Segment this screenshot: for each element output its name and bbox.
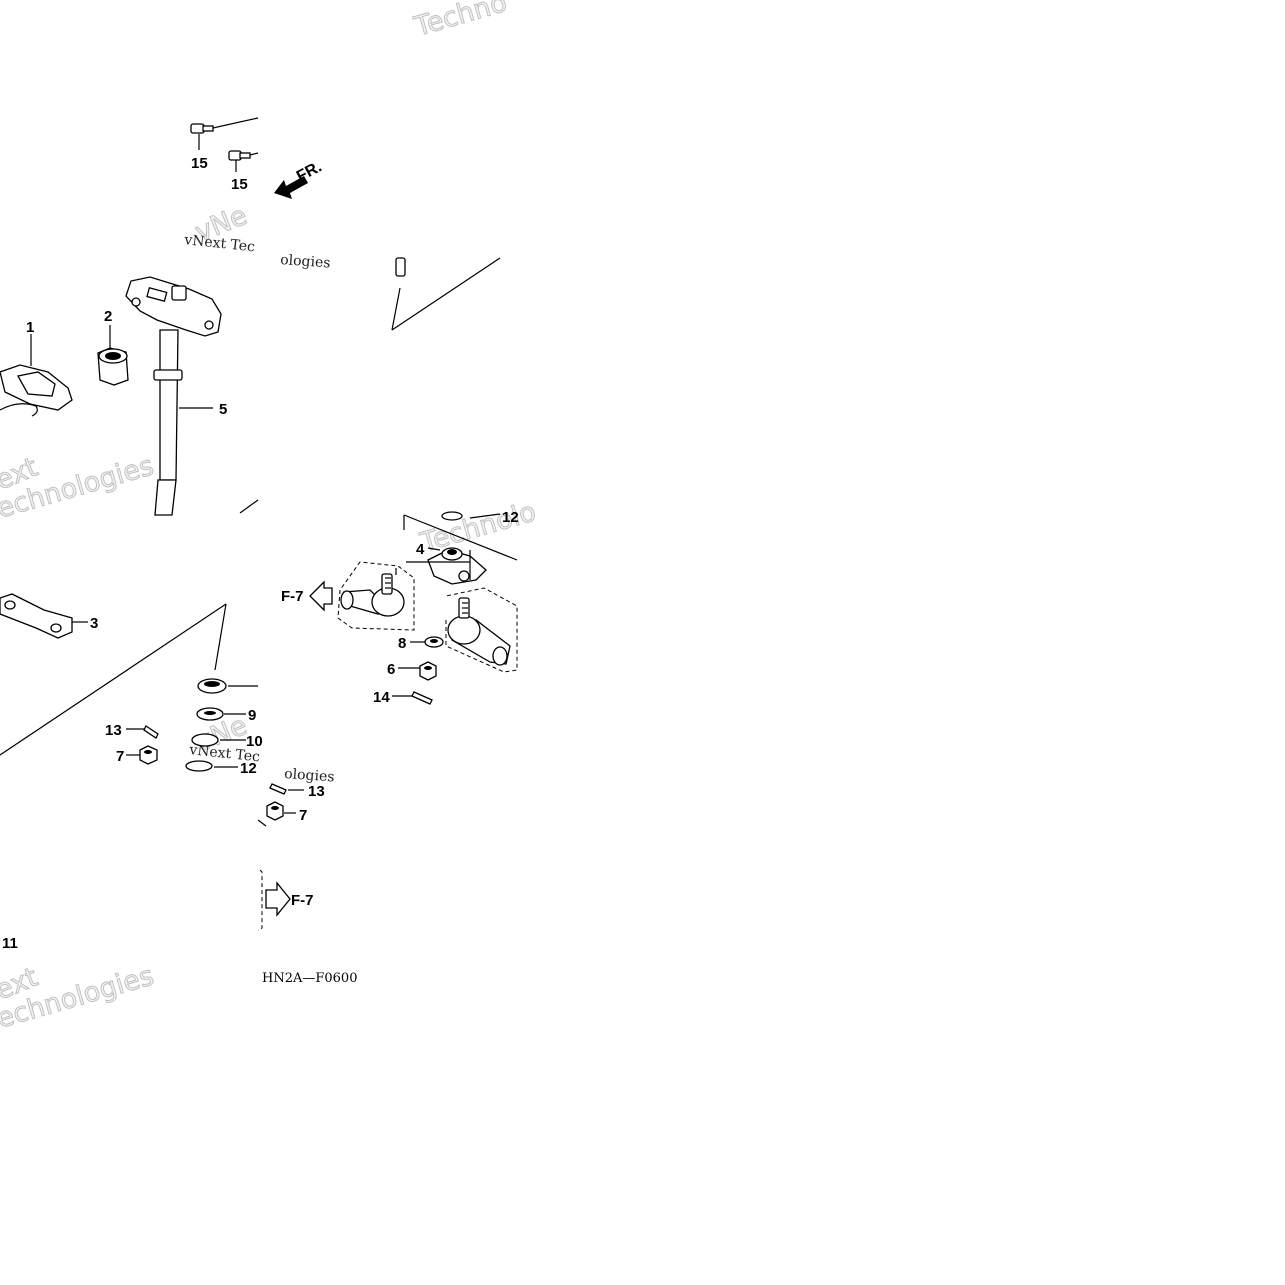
ref-label-upper: F-7 — [281, 588, 304, 605]
watermark-text: vNext Tec — [183, 232, 256, 255]
ref-arrow-lower — [257, 869, 291, 931]
part-label-12-lower: 12 — [240, 760, 257, 777]
lock-plate — [427, 547, 487, 585]
part-label-15-upper: 15 — [191, 155, 208, 172]
part-label-15-lower: 15 — [231, 176, 248, 193]
part-labels: 1 2 3 4 5 6 7 7 8 9 10 11 12 12 13 13 14… — [2, 155, 519, 952]
guide-line — [239, 499, 259, 514]
steering-column — [125, 276, 222, 516]
diagram-code: HN2A—F0600 — [262, 971, 357, 986]
part-label-4: 4 — [416, 541, 425, 558]
cotter-pin-13-left — [126, 725, 159, 739]
part-label-9: 9 — [248, 707, 256, 724]
ref-arrow-upper — [309, 580, 333, 612]
nut-6 — [398, 661, 437, 681]
watermark-text: ologies — [284, 766, 335, 785]
part-label-5: 5 — [219, 401, 227, 418]
part-label-12-upper: 12 — [502, 509, 519, 526]
guide-line — [214, 603, 227, 671]
tie-rod-area — [403, 511, 518, 561]
ref-label-lower: F-7 — [291, 892, 314, 909]
lower-holder — [0, 593, 88, 639]
part-label-11: 11 — [2, 935, 18, 952]
bolt-15-upper — [190, 117, 259, 150]
watermark-text: vNext Tec — [188, 742, 261, 765]
nut-7-left — [126, 745, 158, 765]
cotter-pin-13-mid — [269, 783, 304, 795]
part-label-13-mid: 13 — [308, 783, 325, 800]
part-label-14: 14 — [373, 689, 390, 706]
stud-fragment — [391, 257, 501, 331]
tie-rod-end-right — [445, 587, 518, 673]
bearing-stack — [185, 678, 258, 772]
part-label-13-left: 13 — [105, 722, 122, 739]
nut-7-mid — [257, 801, 296, 827]
part-label-7-left: 7 — [116, 748, 124, 765]
pin-14 — [392, 691, 433, 705]
part-label-7-mid: 7 — [299, 807, 307, 824]
part-label-8: 8 — [398, 635, 406, 652]
guide-line — [0, 603, 227, 756]
column-holder — [0, 334, 73, 417]
bushing — [97, 325, 129, 386]
washer-8 — [410, 636, 444, 648]
part-label-1: 1 — [26, 319, 34, 336]
part-label-2: 2 — [104, 308, 112, 325]
tie-rod-end-left — [337, 561, 470, 631]
part-label-10: 10 — [246, 733, 263, 750]
watermark-text: ologies — [280, 252, 331, 271]
part-label-3: 3 — [90, 615, 98, 632]
part-label-6: 6 — [387, 661, 395, 678]
bolt-15-lower — [228, 150, 259, 172]
